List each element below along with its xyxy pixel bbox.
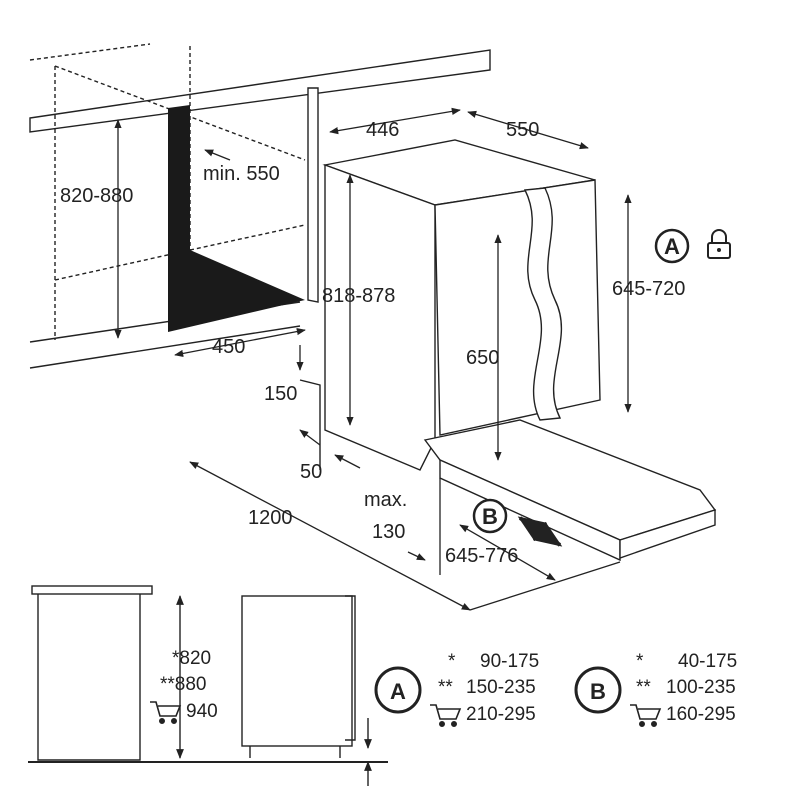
table-a-letter: A [390,679,406,704]
top-depth-label: 550 [506,119,539,141]
plinth-depth-label: 50 [300,461,322,483]
height-820-label: *820 [172,648,211,669]
cart-icon [630,704,662,727]
table-b-letter: B [590,679,606,704]
cart-icon [150,701,182,724]
min-depth-label: min. 550 [203,163,280,185]
dimension-lines [114,107,632,611]
cart-icon [430,704,462,727]
table-b: B * 40-175 ** 100-235 160-295 [574,651,737,727]
table-b-mark-2: ** [636,677,651,698]
height-880-label: **880 [160,674,207,695]
table-a-mark-2: ** [438,677,453,698]
marker-a: A [654,228,690,264]
max-value-label: 130 [372,521,405,543]
max-label: max. [364,489,407,511]
table-b-mark-1: * [636,651,644,672]
table-a-value-3: 210-295 [466,704,536,725]
lock-icon [707,229,731,259]
marker-b: B [472,498,508,534]
appliance-height-label: 818-878 [322,285,395,307]
table-a: A * 90-175 ** 150-235 210-295 [374,651,539,727]
table-a-mark-1: * [448,651,456,672]
top-width-label: 446 [366,119,399,141]
table-a-value-2: 150-235 [466,677,536,698]
side-profile [28,585,388,786]
niche-width-label: 450 [212,336,245,358]
table-b-value-3: 160-295 [666,704,736,725]
table-b-value-2: 100-235 [666,677,736,698]
door-opening-label: 645-776 [445,545,518,567]
marker-b-letter: B [482,504,498,529]
total-depth-label: 1200 [248,507,293,529]
plinth-height-label: 150 [264,383,297,405]
niche-shadow [168,105,305,332]
cabinet-height-label: 820-880 [60,185,133,207]
height-940-label: 940 [186,701,218,722]
table-a-value-1: 90-175 [480,651,539,672]
dishwasher-body [299,139,717,562]
inner-height-label: 650 [466,347,499,369]
table-b-value-1: 40-175 [678,651,737,672]
door-height-label: 645-720 [612,278,685,300]
marker-a-letter: A [664,234,680,259]
